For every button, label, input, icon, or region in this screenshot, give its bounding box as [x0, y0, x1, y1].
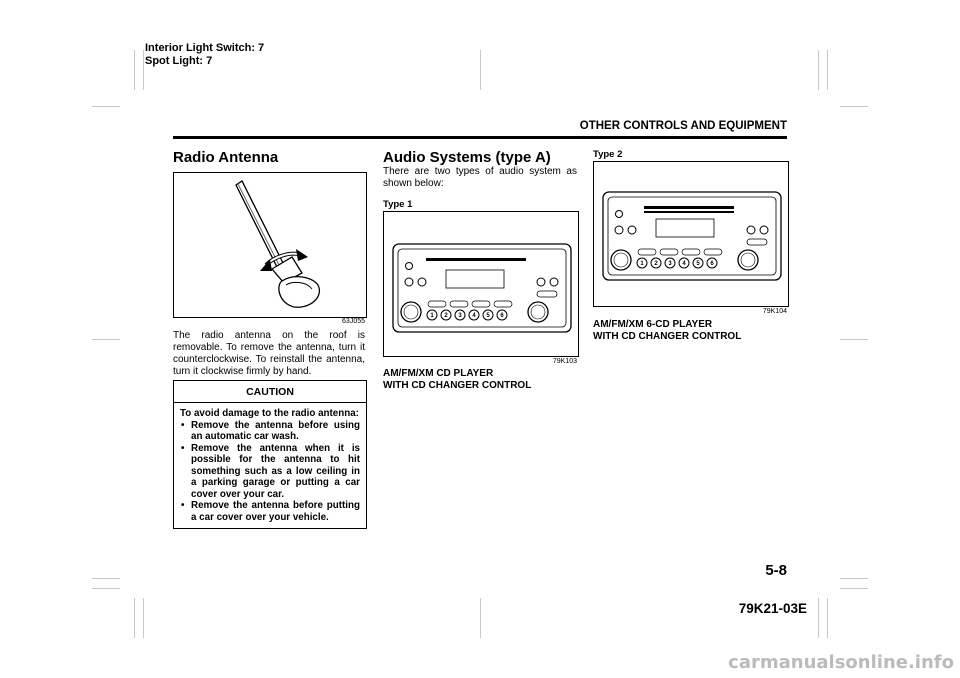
preset-label: 5	[486, 313, 490, 319]
crop-mark	[134, 598, 135, 638]
top-note-line: Interior Light Switch: 7	[145, 42, 265, 54]
top-note: Interior Light Switch: 7 Spot Light: 7	[145, 42, 264, 68]
crop-mark	[840, 578, 868, 579]
crop-mark	[827, 50, 828, 90]
radio-antenna-heading: Radio Antenna	[173, 149, 279, 166]
crop-mark	[827, 598, 828, 638]
preset-label: 6	[710, 261, 714, 267]
crop-mark	[480, 50, 481, 90]
caption-line: WITH CD CHANGER CONTROL	[383, 380, 532, 391]
preset-label: 1	[430, 313, 434, 319]
crop-mark	[92, 588, 120, 589]
crop-mark	[840, 106, 868, 107]
caution-list: Remove the antenna before using an autom…	[180, 420, 360, 524]
figure-id: 79K104	[762, 308, 787, 315]
crop-mark	[143, 598, 144, 638]
crop-mark	[92, 339, 120, 340]
crop-mark	[92, 106, 120, 107]
caution-item: Remove the antenna when it is possible f…	[180, 443, 360, 501]
type-2-caption: AM/FM/XM 6-CD PLAYER WITH CD CHANGER CON…	[593, 319, 741, 343]
caution-intro: To avoid damage to the radio antenna:	[180, 408, 359, 419]
audio-body-text: There are two types of audio system as s…	[383, 166, 577, 189]
crop-mark	[840, 588, 868, 589]
preset-label: 4	[472, 313, 476, 319]
type-2-label: Type 2	[593, 149, 623, 160]
preset-label: 3	[668, 261, 672, 267]
preset-label: 2	[444, 313, 448, 319]
header-rule	[173, 136, 787, 139]
type-2-figure: 1 2 3 4 5 6	[593, 161, 789, 307]
crop-mark	[818, 598, 819, 638]
preset-label: 2	[654, 261, 658, 267]
crop-mark	[143, 50, 144, 90]
type-1-caption: AM/FM/XM CD PLAYER WITH CD CHANGER CONTR…	[383, 368, 531, 392]
caption-line: AM/FM/XM 6-CD PLAYER	[593, 319, 713, 330]
antenna-illustration	[235, 180, 320, 308]
crop-mark	[840, 339, 868, 340]
top-note-line: Spot Light: 7	[145, 55, 213, 67]
preset-label: 5	[696, 261, 700, 267]
watermark: carmanualsonline.info	[728, 652, 954, 673]
caption-line: WITH CD CHANGER CONTROL	[593, 331, 742, 342]
preset-label: 4	[682, 261, 686, 267]
preset-label: 3	[458, 313, 462, 319]
page-number: 5-8	[765, 562, 787, 579]
crop-mark	[92, 578, 120, 579]
antenna-body-text: The radio antenna on the roof is removab…	[173, 330, 365, 377]
audio-systems-heading: Audio Systems (type A)	[383, 149, 551, 166]
doc-code: 79K21-03E	[738, 601, 807, 616]
caution-box: CAUTION To avoid damage to the radio ant…	[173, 380, 367, 529]
crop-mark	[818, 50, 819, 90]
caution-item: Remove the antenna before using an autom…	[180, 420, 360, 443]
caption-line: AM/FM/XM CD PLAYER	[383, 368, 494, 379]
section-title: OTHER CONTROLS AND EQUIPMENT	[579, 120, 787, 132]
figure-id: 79K103	[552, 358, 577, 365]
type-1-figure: 1 2 3 4 5 6	[383, 211, 579, 357]
figure-id: 63J055	[342, 318, 365, 325]
antenna-figure	[173, 172, 367, 318]
radio-type-2-illustration: 1 2 3 4 5 6	[602, 191, 782, 281]
caution-item: Remove the antenna before putting a car …	[180, 500, 360, 523]
crop-mark	[480, 598, 481, 638]
type-1-label: Type 1	[383, 199, 413, 210]
preset-label: 1	[640, 261, 644, 267]
radio-type-1-illustration: 1 2 3 4 5 6	[392, 243, 572, 333]
caution-title: CAUTION	[174, 381, 366, 403]
preset-label: 6	[500, 313, 504, 319]
crop-mark	[134, 50, 135, 90]
